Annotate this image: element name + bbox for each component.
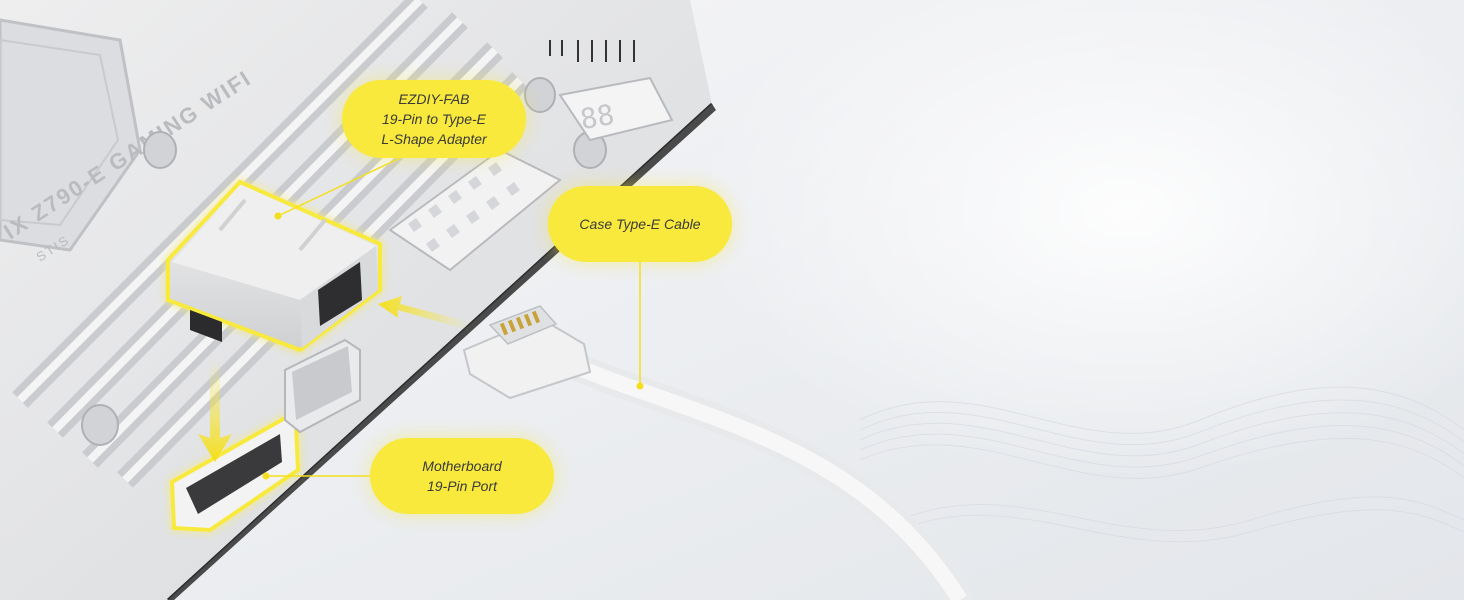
debug-led-display: 88 bbox=[558, 76, 674, 142]
leader-lines bbox=[266, 157, 641, 477]
port-callout: Motherboard 19-Pin Port bbox=[370, 438, 554, 514]
atx-24pin-connector bbox=[388, 148, 562, 272]
leader-dots bbox=[262, 212, 644, 480]
port-callout-line1: Motherboard bbox=[422, 458, 502, 474]
cpu-bracket bbox=[0, 38, 120, 227]
adapter-callout-line2: 19-Pin to Type-E bbox=[381, 111, 486, 127]
cable-callout: Case Type-E Cable bbox=[548, 186, 732, 262]
insert-arrow-vertical bbox=[198, 360, 232, 462]
header-pins bbox=[549, 40, 635, 62]
decorative-waves bbox=[859, 386, 1464, 543]
adapter-callout: EZDIY-FAB 19-Pin to Type-E L-Shape Adapt… bbox=[342, 80, 526, 158]
adapter-callout-line1: EZDIY-FAB bbox=[398, 91, 470, 107]
adapter-callout-line3: L-Shape Adapter bbox=[381, 131, 487, 147]
l-shape-adapter bbox=[166, 179, 382, 353]
port-callout-line2: 19-Pin Port bbox=[426, 478, 498, 494]
usb-header bbox=[284, 338, 361, 434]
capacitors bbox=[81, 77, 607, 446]
insert-arrow-horizontal bbox=[378, 296, 470, 330]
svg-text:88: 88 bbox=[578, 98, 617, 136]
cable-connector-pins bbox=[499, 310, 541, 336]
cable-callout-line1: Case Type-E Cable bbox=[579, 216, 701, 232]
type-e-cable bbox=[462, 305, 974, 600]
